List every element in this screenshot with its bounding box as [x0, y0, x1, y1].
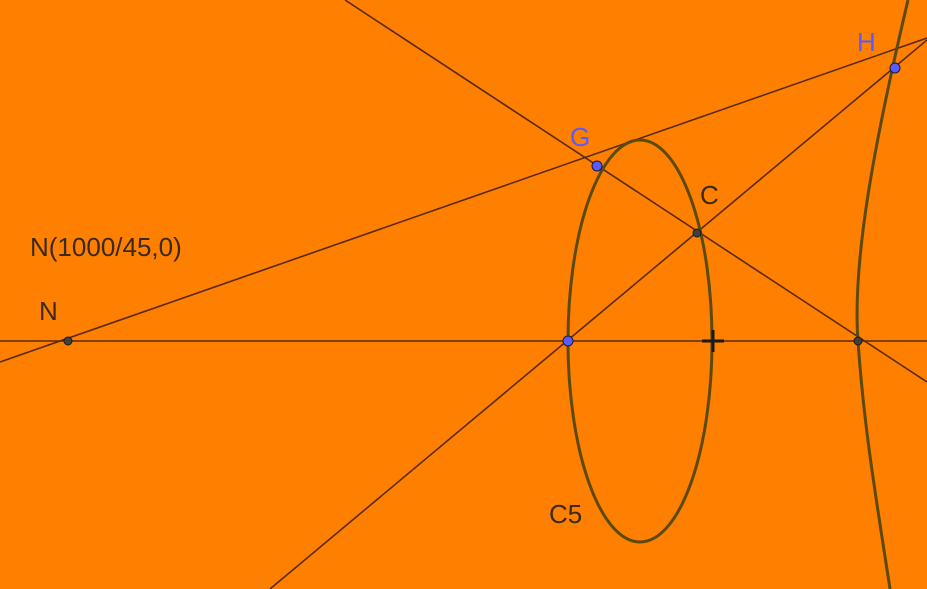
line-c-steep[interactable] — [269, 39, 927, 589]
point-n[interactable] — [63, 336, 73, 346]
point-g[interactable] — [591, 160, 603, 172]
focus-cross-marker — [702, 330, 724, 352]
point-ellipse-vertex[interactable] — [562, 335, 574, 347]
label-c5: C5 — [549, 499, 582, 529]
point-c[interactable] — [692, 228, 702, 238]
annotation-n-coordinates: N(1000/45,0) — [30, 232, 182, 262]
label-n: N — [39, 296, 58, 326]
label-h: H — [857, 27, 876, 57]
curve-right-branch[interactable] — [855, 0, 910, 589]
line-g-c-vertex[interactable] — [344, 0, 927, 383]
point-h[interactable] — [889, 62, 901, 74]
label-c: C — [700, 180, 719, 210]
line-n-g-h[interactable] — [0, 37, 927, 363]
point-right-intersection[interactable] — [853, 336, 863, 346]
label-g: G — [570, 122, 590, 152]
